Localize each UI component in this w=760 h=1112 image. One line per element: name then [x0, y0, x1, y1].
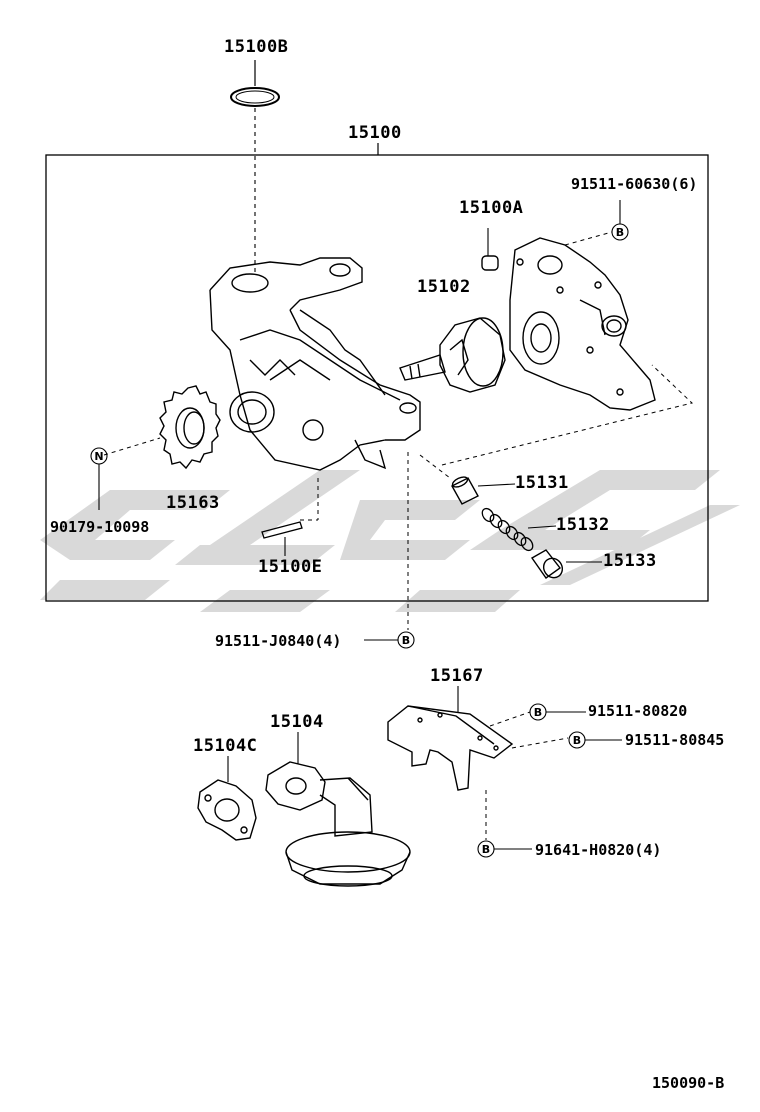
label-15131[interactable]: 15131 — [515, 473, 569, 493]
svg-text:B: B — [616, 226, 624, 239]
label-91511-j0840[interactable]: 91511-J0840(4) — [215, 632, 341, 650]
gasket-icon[interactable] — [197, 779, 257, 841]
svg-text:B: B — [534, 706, 542, 719]
rotor-icon[interactable] — [399, 317, 506, 393]
plug-icon[interactable] — [530, 549, 566, 581]
bolt-marker-h0820: B — [477, 840, 495, 858]
svg-text:B: B — [402, 634, 410, 647]
bolt-marker-60630: B — [611, 223, 629, 241]
label-15167[interactable]: 15167 — [430, 666, 484, 686]
sprocket-icon[interactable] — [159, 385, 221, 470]
label-15163[interactable]: 15163 — [166, 493, 220, 513]
nut-marker-10098: N — [90, 447, 108, 465]
label-91511-80820[interactable]: 91511-80820 — [588, 702, 687, 720]
label-15133[interactable]: 15133 — [603, 551, 657, 571]
relief-valve-icon[interactable] — [451, 475, 479, 505]
watermark-logo — [40, 470, 740, 612]
label-90179-10098[interactable]: 90179-10098 — [50, 518, 149, 536]
svg-text:N: N — [94, 450, 103, 463]
label-15100B[interactable]: 15100B — [224, 37, 288, 57]
bushing-icon[interactable] — [481, 255, 499, 271]
pin-icon[interactable] — [261, 521, 303, 539]
bolt-marker-j0840: B — [397, 631, 415, 649]
oil-pump-body-icon[interactable] — [209, 257, 421, 471]
label-91641-h0820[interactable]: 91641-H0820(4) — [535, 841, 661, 859]
assembly-guide-lines — [103, 231, 694, 630]
assembly-box — [45, 154, 709, 602]
o-ring-icon[interactable] — [230, 87, 280, 107]
label-15132[interactable]: 15132 — [556, 515, 610, 535]
bolt-marker-80820: B — [529, 703, 547, 721]
label-91511-60630[interactable]: 91511-60630(6) — [571, 175, 697, 193]
svg-text:B: B — [482, 843, 490, 856]
bolt-marker-80845: B — [568, 731, 586, 749]
oil-strainer-icon[interactable] — [265, 761, 411, 887]
label-15104C[interactable]: 15104C — [193, 736, 257, 756]
label-91511-80845[interactable]: 91511-80845 — [625, 731, 724, 749]
label-15102[interactable]: 15102 — [417, 277, 471, 297]
diagram-code: 150090-B — [652, 1074, 724, 1092]
label-15100A[interactable]: 15100A — [459, 198, 523, 218]
label-15100[interactable]: 15100 — [348, 123, 402, 143]
bracket-icon[interactable] — [387, 705, 514, 791]
label-15100E[interactable]: 15100E — [258, 557, 322, 577]
label-15104[interactable]: 15104 — [270, 712, 324, 732]
spring-icon[interactable] — [480, 506, 535, 552]
svg-text:B: B — [573, 734, 581, 747]
pump-cover-icon[interactable] — [509, 237, 656, 411]
